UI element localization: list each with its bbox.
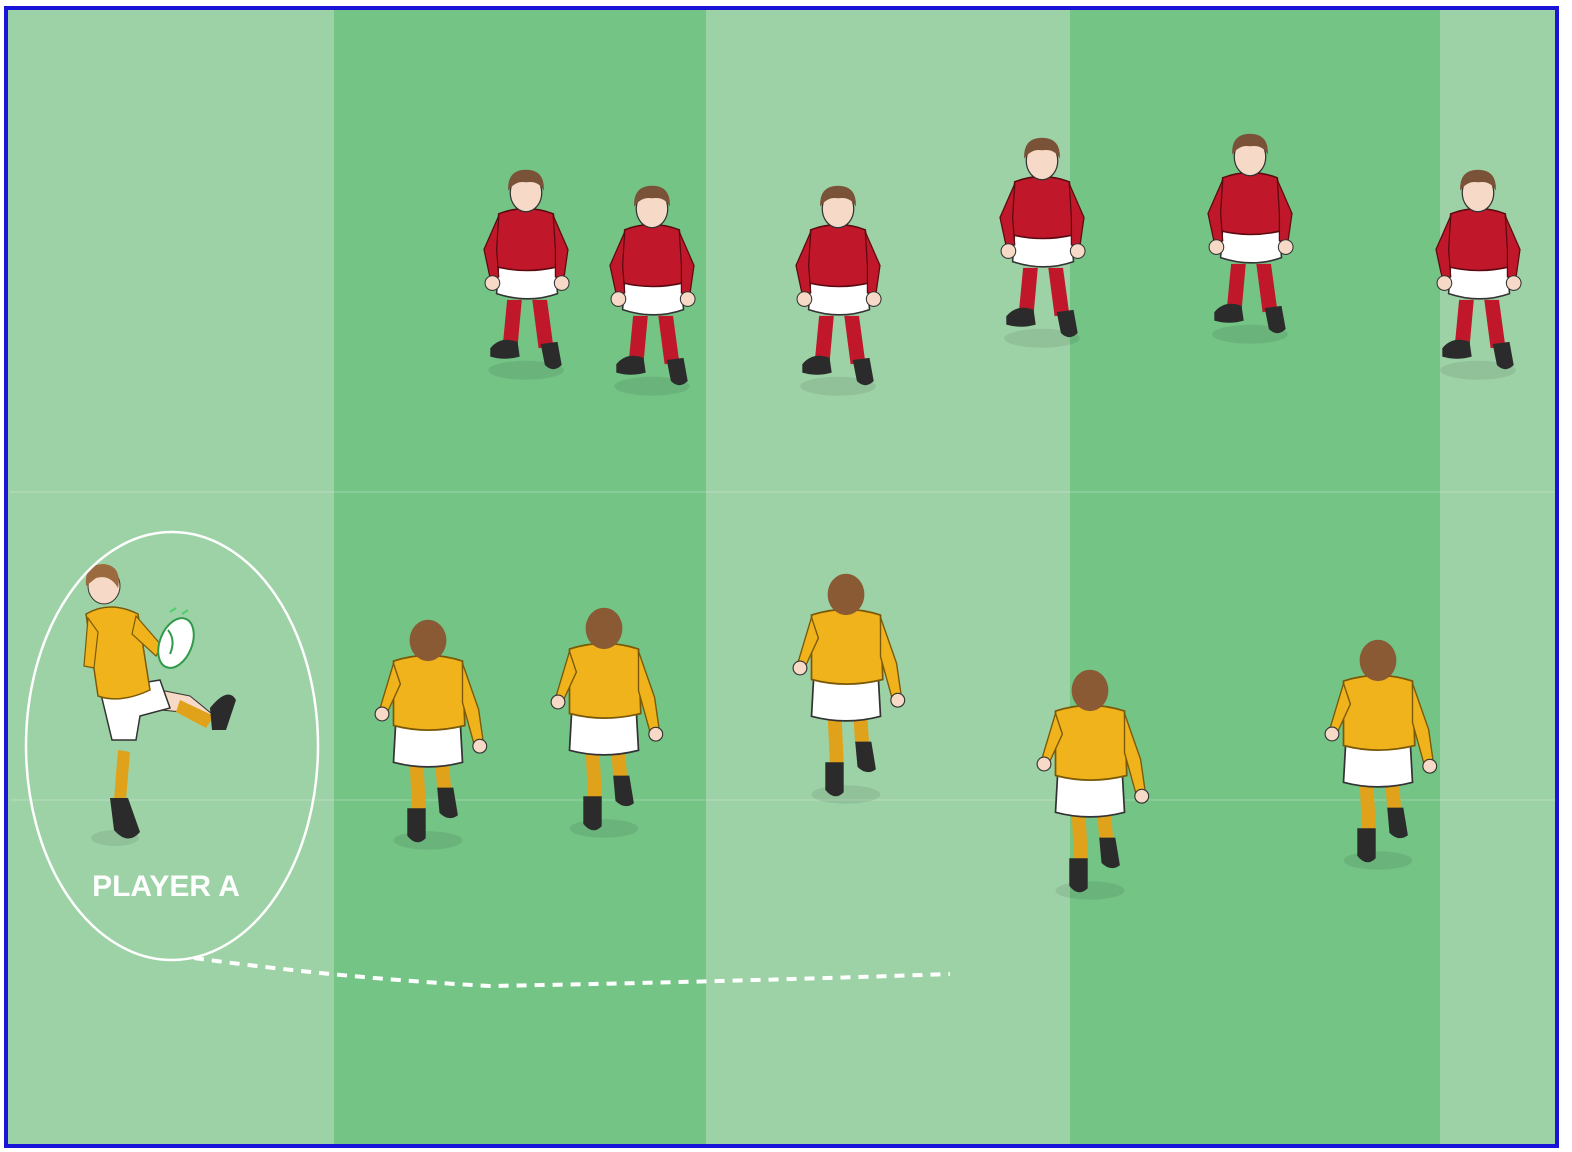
pitch-stripe [8, 10, 368, 1148]
pitch [8, 10, 1556, 1148]
pitch-stripe [1440, 10, 1556, 1148]
player-a-label: PLAYER A [92, 870, 240, 903]
